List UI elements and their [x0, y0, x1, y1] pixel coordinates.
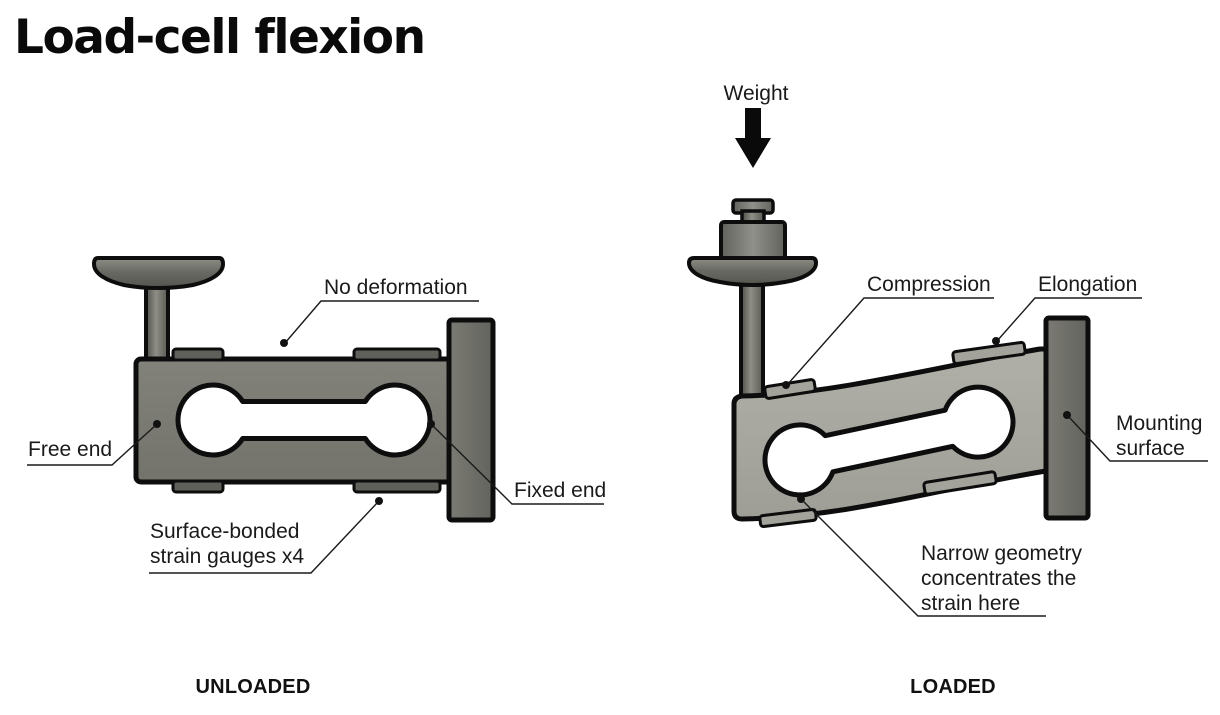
- loaded-figure: Weight: [687, 82, 1208, 698]
- caption-unloaded: UNLOADED: [196, 676, 311, 698]
- mounting-plate: [446, 317, 496, 523]
- weight-flange: [687, 256, 818, 287]
- strain-gauge-top-right: [352, 347, 442, 362]
- weight-arrow-icon: [735, 108, 771, 168]
- strain-gauge-bottom-right: [922, 470, 998, 496]
- callout-mounting-surface: Mounting surface: [1063, 411, 1208, 462]
- callout-no-deformation: No deformation: [280, 276, 479, 347]
- callout-strain-gauges: Surface-bonded strain gauges x4: [149, 497, 383, 574]
- load-button-stem: [739, 266, 765, 404]
- unloaded-figure: No deformation Free end Fixed end Surfac…: [27, 256, 606, 698]
- strain-gauge-top-left: [171, 347, 225, 362]
- label-narrow-line3: strain here: [921, 592, 1020, 615]
- label-mounting-line2: surface: [1116, 437, 1185, 460]
- label-strain-gauges-line2: strain gauges x4: [150, 545, 304, 568]
- label-elongation: Elongation: [1038, 273, 1137, 296]
- caption-loaded: LOADED: [910, 676, 996, 698]
- page-title: Load-cell flexion: [14, 10, 426, 65]
- label-narrow-line1: Narrow geometry: [921, 542, 1083, 565]
- strain-gauge-bottom-right: [352, 479, 442, 494]
- strain-gauge-bottom-left: [171, 479, 225, 494]
- strain-gauge-top-right: [951, 340, 1027, 366]
- load-button-stem: [144, 280, 170, 366]
- label-weight: Weight: [724, 82, 789, 105]
- label-strain-gauges-line1: Surface-bonded: [150, 520, 299, 543]
- callout-narrow-geometry: Narrow geometry concentrates the strain …: [797, 495, 1083, 617]
- label-free-end: Free end: [28, 438, 112, 461]
- callout-fixed-end: Fixed end: [427, 420, 606, 505]
- callout-elongation: Elongation: [992, 273, 1142, 345]
- label-fixed-end: Fixed end: [514, 479, 606, 502]
- callout-compression: Compression: [782, 273, 994, 389]
- load-button-cap: [92, 256, 225, 290]
- weight-block: [719, 220, 787, 261]
- label-compression: Compression: [867, 273, 991, 296]
- callout-free-end: Free end: [27, 420, 161, 466]
- label-narrow-line2: concentrates the: [921, 567, 1076, 590]
- label-mounting-line1: Mounting: [1116, 412, 1202, 435]
- label-no-deformation: No deformation: [324, 276, 468, 299]
